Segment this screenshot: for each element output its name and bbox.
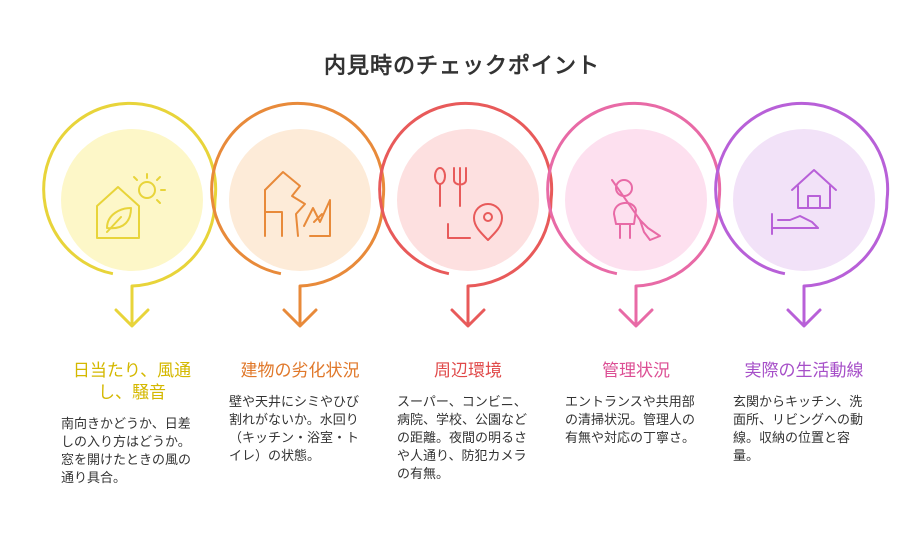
step-5-heading: 実際の生活動線 bbox=[744, 361, 864, 381]
step-1-heading: 日当たり、風通し、騒音 bbox=[72, 361, 192, 403]
step-3 bbox=[378, 101, 554, 328]
house-bed-icon bbox=[771, 169, 837, 235]
step-3-connector bbox=[450, 284, 486, 328]
step-1-text: 日当たり、風通し、騒音 南向きかどうか、日差しの入り方はどうか。窓を開けたときの… bbox=[57, 360, 207, 488]
cracked-building-icon bbox=[264, 171, 331, 237]
diagram-title: 内見時のチェックポイント bbox=[323, 54, 600, 79]
step-2 bbox=[210, 101, 386, 328]
step-5-description: 玄関からキッチン、洗面所、リビングへの動線。収納の位置と容量。 bbox=[733, 395, 864, 464]
step-5 bbox=[714, 101, 890, 328]
step-1-arc bbox=[42, 101, 218, 288]
step-4-heading: 管理状況 bbox=[602, 361, 670, 381]
step-5-arc bbox=[714, 101, 890, 288]
step-3-circle bbox=[397, 129, 539, 271]
step-4-connector bbox=[618, 284, 654, 328]
step-2-arc bbox=[210, 101, 386, 288]
step-1 bbox=[42, 101, 218, 328]
step-3-heading: 周辺環境 bbox=[434, 361, 502, 381]
step-2-text: 建物の劣化状況 壁や天井にシミやひび割れがないか。水回り（キッチン・浴室・トイレ… bbox=[225, 360, 375, 466]
step-4-description: エントランスや共用部の清掃状況。管理人の有無や対応の丁寧さ。 bbox=[565, 395, 696, 446]
step-3-description: スーパー、コンビニ、病院、学校、公園などの距離。夜間の明るさや人通り、防犯カメラ… bbox=[397, 395, 528, 482]
step-3-text: 周辺環境 スーパー、コンビニ、病院、学校、公園などの距離。夜間の明るさや人通り、… bbox=[393, 360, 543, 484]
step-5-circle bbox=[733, 129, 875, 271]
step-4 bbox=[546, 101, 722, 328]
step-5-connector bbox=[786, 284, 822, 328]
step-3-arc bbox=[378, 101, 554, 288]
step-2-description: 壁や天井にシミやひび割れがないか。水回り（キッチン・浴室・トイレ）の状態。 bbox=[229, 395, 360, 464]
dining-location-icon bbox=[434, 167, 503, 241]
step-4-text: 管理状況 エントランスや共用部の清掃状況。管理人の有無や対応の丁寧さ。 bbox=[561, 360, 711, 448]
sun-house-icon bbox=[96, 173, 166, 239]
step-2-connector bbox=[282, 284, 318, 328]
step-1-connector bbox=[114, 284, 150, 328]
step-1-description: 南向きかどうか、日差しの入り方はどうか。窓を開けたときの風の通り具合。 bbox=[61, 417, 192, 486]
cleaner-icon bbox=[611, 179, 661, 241]
step-4-circle bbox=[565, 129, 707, 271]
step-4-arc bbox=[546, 101, 722, 288]
step-2-heading: 建物の劣化状況 bbox=[240, 361, 360, 381]
step-5-text: 実際の生活動線 玄関からキッチン、洗面所、リビングへの動線。収納の位置と容量。 bbox=[729, 360, 879, 466]
